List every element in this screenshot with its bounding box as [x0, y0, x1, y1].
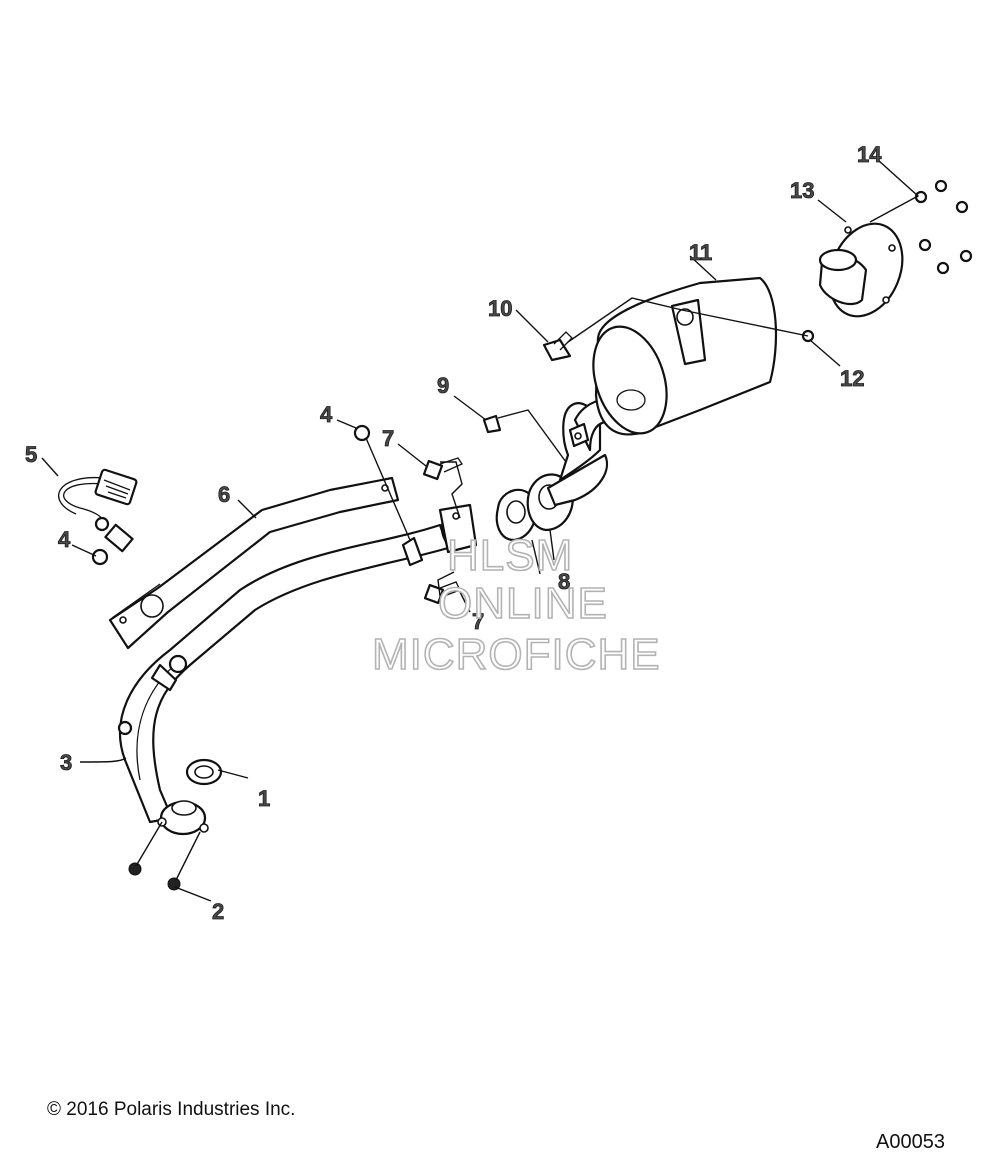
- callout-8: 8: [558, 569, 570, 594]
- spark-arrestor: [818, 222, 904, 318]
- figure-id: A00053: [876, 1131, 945, 1153]
- heat-shield: [108, 476, 400, 650]
- callout-6: 6: [218, 482, 230, 507]
- callout-5: 5: [25, 442, 37, 467]
- callout-1: 1: [258, 786, 270, 811]
- pipe-bolt: [482, 414, 502, 434]
- callout-10: 10: [488, 296, 512, 321]
- callout-9: 9: [437, 373, 449, 398]
- watermark-line-2: ONLINE: [438, 579, 608, 628]
- callout-4-lower: 4: [58, 527, 71, 552]
- copyright-notice: © 2016 Polaris Industries Inc.: [47, 1099, 296, 1120]
- callout-4-upper: 4: [320, 402, 333, 427]
- muffler-bolt: [542, 331, 573, 362]
- muffler: [546, 276, 778, 507]
- callout-7-lower: 7: [472, 609, 484, 634]
- watermark: HLSM ONLINE MICROFICHE: [371, 530, 661, 680]
- oxygen-sensor: [58, 468, 138, 553]
- shield-nut: [353, 424, 371, 442]
- watermark-line-3: MICROFICHE: [372, 630, 661, 679]
- callout-14: 14: [857, 142, 882, 167]
- arrestor-screws: [914, 179, 973, 275]
- callout-2: 2: [212, 899, 224, 924]
- exhaust-nut: [128, 862, 142, 876]
- callout-7-upper: 7: [382, 426, 394, 451]
- head-pipe: [117, 503, 478, 836]
- leader-lines: [41, 159, 920, 902]
- flange-bolt: [422, 457, 463, 481]
- callout-3: 3: [60, 750, 72, 775]
- exhaust-gasket: [185, 758, 223, 786]
- callout-12: 12: [840, 366, 864, 391]
- callout-13: 13: [790, 178, 814, 203]
- watermark-line-1: HLSM: [447, 531, 573, 580]
- sensor-nut: [91, 548, 109, 566]
- callout-11: 11: [689, 240, 712, 265]
- exhaust-nut: [167, 877, 181, 891]
